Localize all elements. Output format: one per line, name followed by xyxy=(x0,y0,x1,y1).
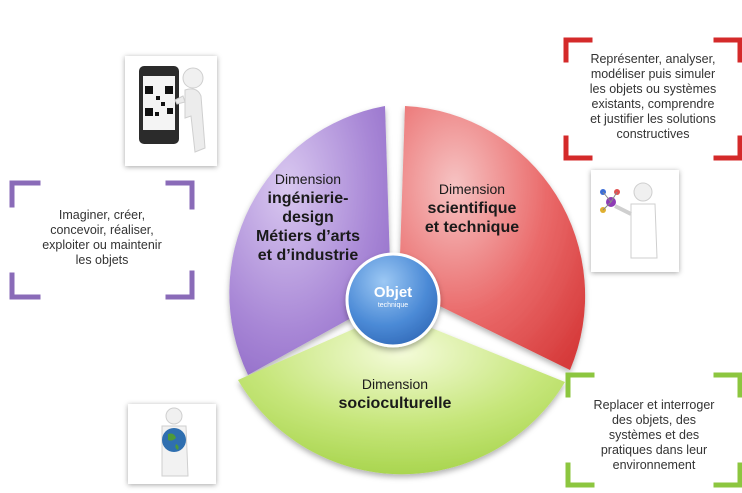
segment-bottom-line2: socioculturelle xyxy=(338,395,452,412)
segment-left-line1: Dimension xyxy=(274,171,342,187)
bottom-right-box-line: Replacer et interroger xyxy=(593,398,715,412)
center-circle xyxy=(345,252,441,348)
segment-bottom-label: Dimension socioculturelle xyxy=(320,375,470,413)
segment-left-line5: et d’industrie xyxy=(257,247,359,264)
segment-right-line1: Dimension xyxy=(438,181,506,197)
segment-right-line3: et technique xyxy=(424,219,520,236)
top-right-box-line: les objets ou systèmes xyxy=(589,82,717,96)
left-box-line: exploiter ou maintenir xyxy=(42,238,162,252)
top-right-box-line: modéliser puis simuler xyxy=(590,67,716,81)
bottom-right-box-line: systèmes et des xyxy=(608,428,700,442)
smartphone-qr-icon xyxy=(139,66,206,153)
bottom-right-box-line: des objets, des xyxy=(611,413,697,427)
left-box-line: Imaginer, créer, xyxy=(58,208,146,222)
segment-left-line4: Métiers d’arts xyxy=(255,228,361,245)
globe-figure-image xyxy=(128,404,216,484)
bottom-right-box-text: Replacer et interroger des objets, des s… xyxy=(574,398,734,473)
center-title: Objet xyxy=(373,284,413,301)
scientist-molecule-icon xyxy=(600,182,658,259)
bottom-right-box-corners xyxy=(565,372,742,488)
bottom-right-box-line: environnement xyxy=(612,458,696,472)
left-box-line: concevoir, réaliser, xyxy=(50,223,154,237)
segment-left-label: Dimension ingénierie- design Métiers d’a… xyxy=(248,170,368,265)
segment-right-line2: scientifique xyxy=(427,200,517,217)
segment-bottom-line1: Dimension xyxy=(361,376,429,392)
segment-socioculturelle xyxy=(238,312,565,475)
scientist-image xyxy=(591,170,679,272)
left-box-text: Imaginer, créer, concevoir, réaliser, ex… xyxy=(22,208,182,268)
segment-left-line2: ingénierie- xyxy=(267,190,349,207)
smartphone-qr-image xyxy=(125,56,217,166)
left-box-line: les objets xyxy=(75,253,129,267)
globe-icon xyxy=(161,407,189,477)
left-box-corners xyxy=(9,180,195,300)
segment-right-label: Dimension scientifique et technique xyxy=(407,180,537,237)
center-label: Objet technique xyxy=(347,284,439,310)
center-subtitle: technique xyxy=(377,302,409,309)
top-right-box-corners xyxy=(563,37,742,161)
segment-left-line3: design xyxy=(282,209,334,226)
top-right-box-line: et justifier les solutions xyxy=(590,112,716,126)
top-right-box-text: Représenter, analyser, modéliser puis si… xyxy=(570,52,736,142)
top-right-box-line: existants, comprendre xyxy=(591,97,715,111)
top-right-box-line: constructives xyxy=(616,127,690,141)
segment-scientifique-technique xyxy=(399,106,586,370)
bottom-right-box-line: pratiques dans leur xyxy=(600,443,708,457)
top-right-box-line: Représenter, analyser, xyxy=(590,52,716,66)
